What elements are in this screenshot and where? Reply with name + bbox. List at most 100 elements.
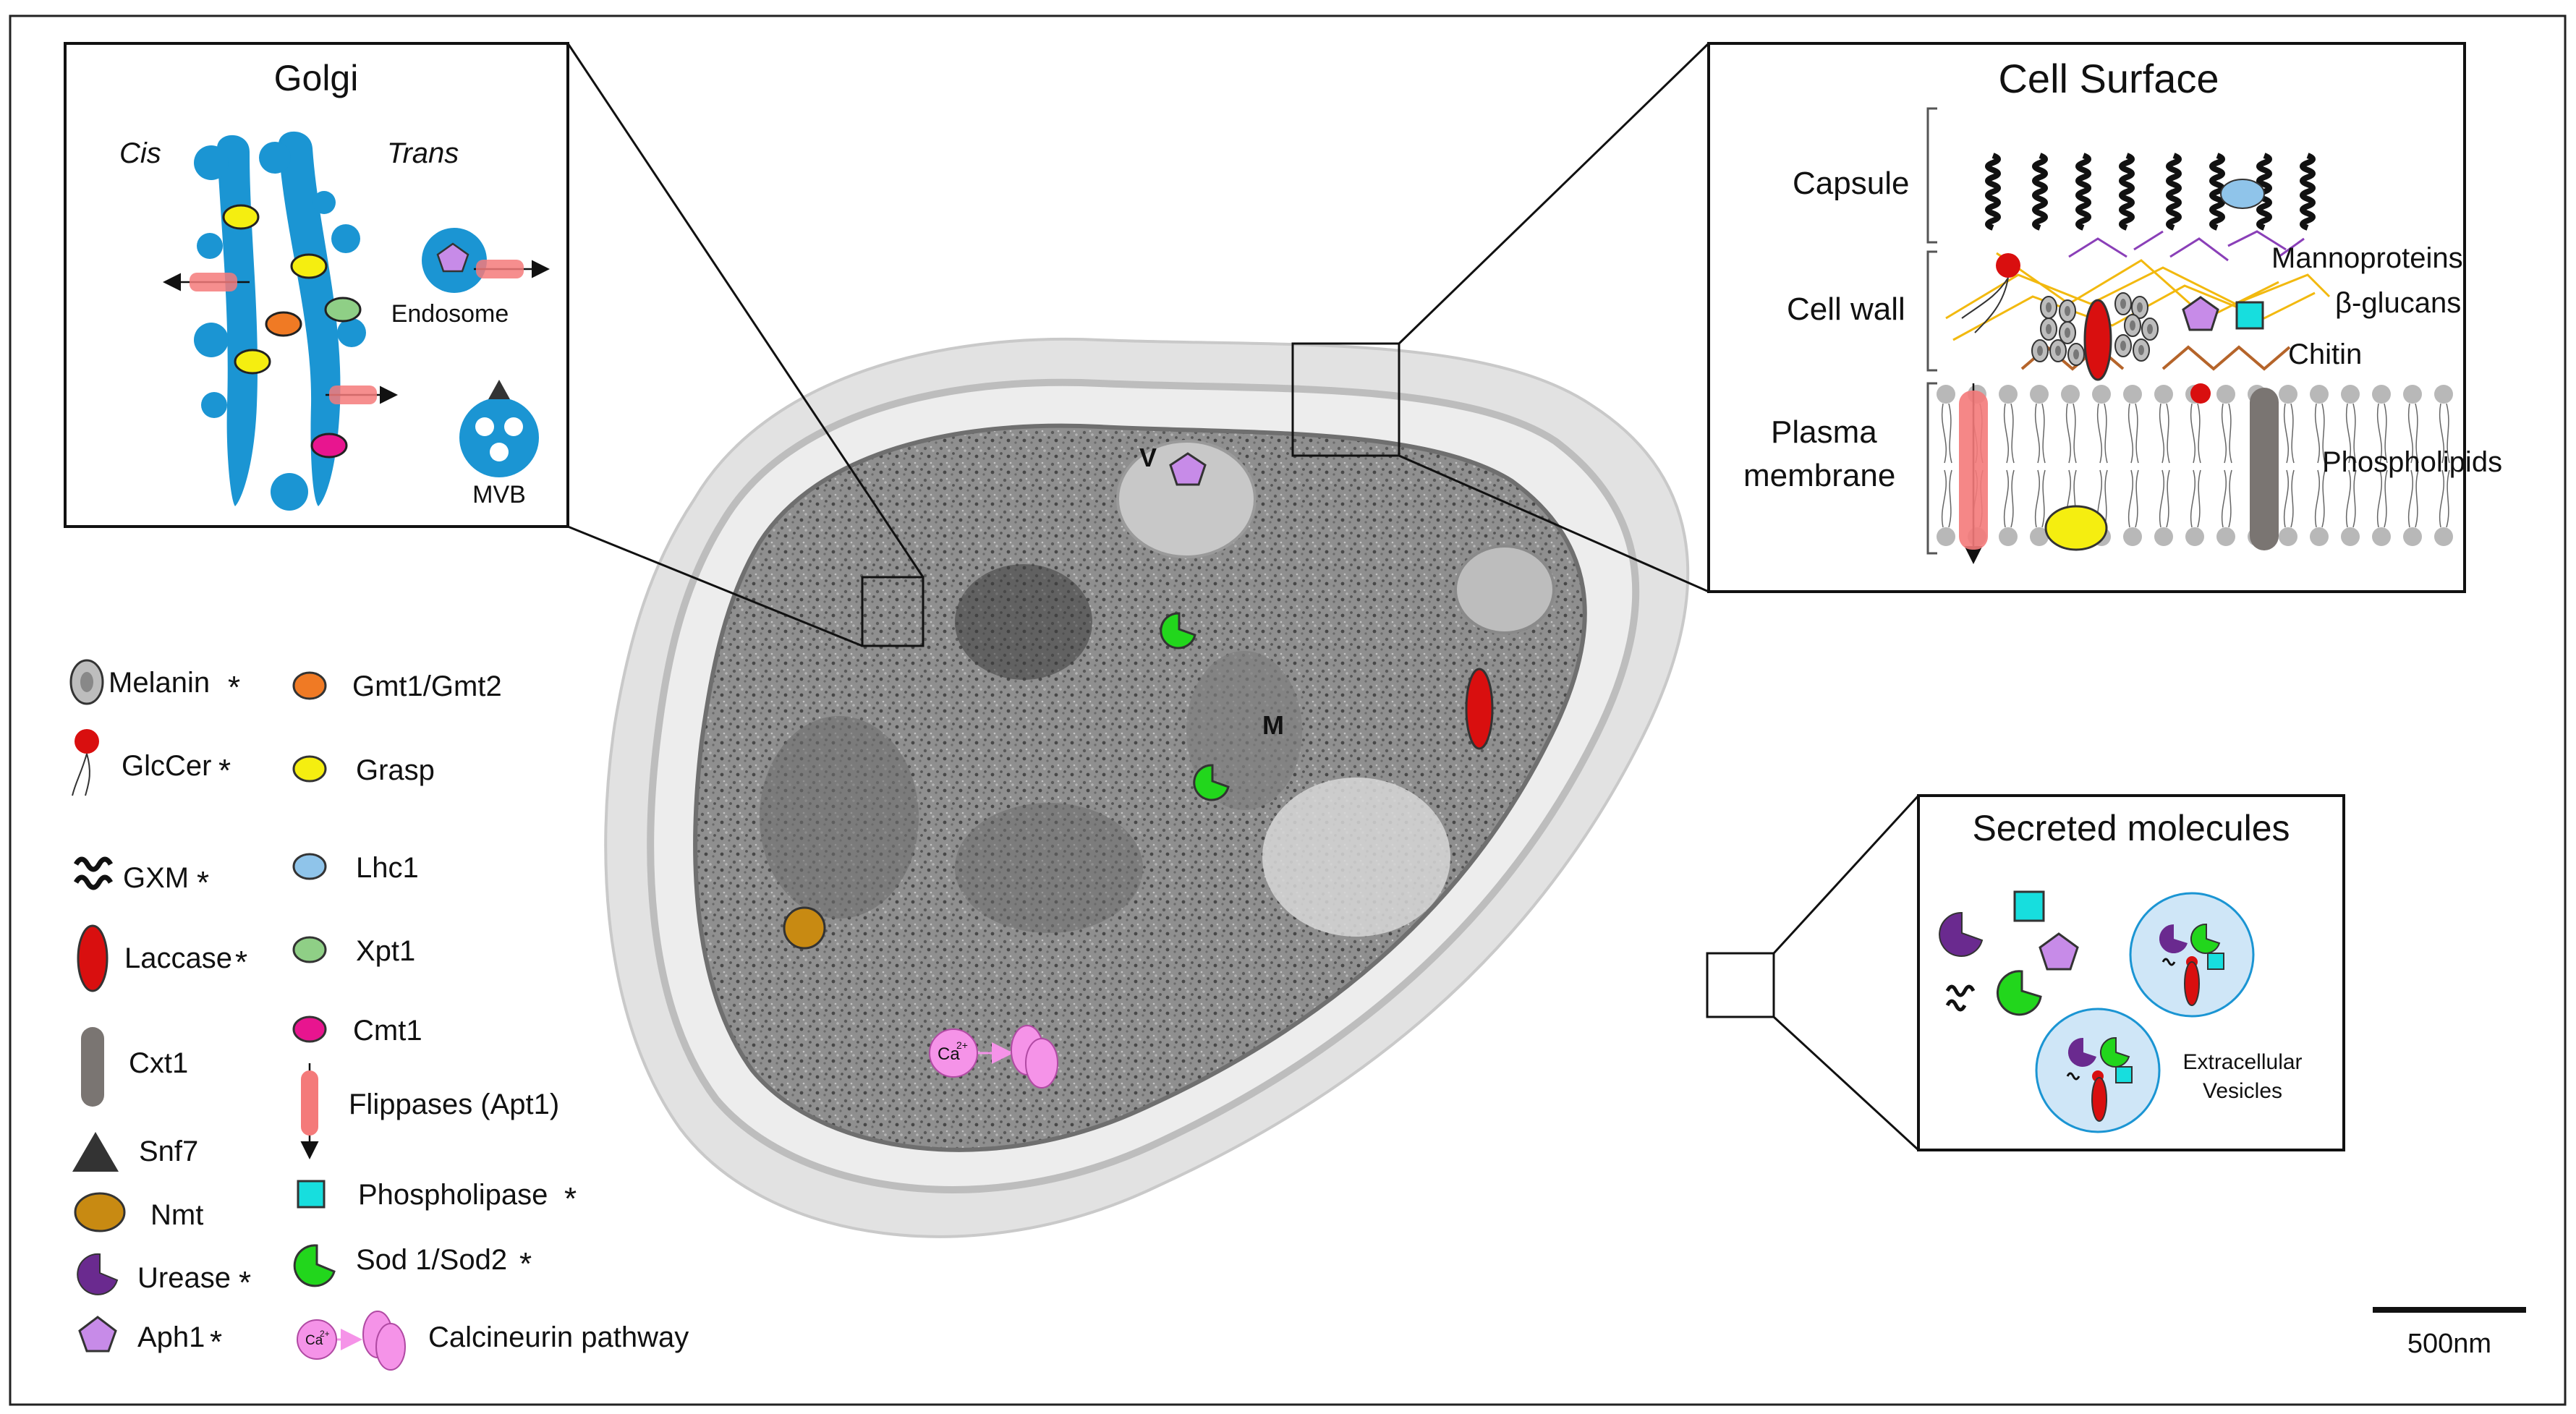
glccer-tails — [1961, 277, 2009, 333]
surface-zoom-box — [1291, 342, 1400, 457]
golgi-title: Golgi — [274, 58, 359, 98]
golgi-panel: Golgi Cis Trans Endosome — [64, 42, 569, 528]
gxm-chain — [1985, 153, 2001, 231]
phospholipid — [2372, 385, 2391, 546]
cxt1-icon — [2250, 388, 2279, 550]
connector-line — [1772, 1015, 1920, 1151]
gxm-chain — [2300, 153, 2316, 231]
scale-bar-label: 500nm — [2407, 1329, 2491, 1359]
svg-text:Cmt1: Cmt1 — [353, 1015, 422, 1047]
connector-line — [1398, 42, 1710, 345]
svg-text:Calcineurin pathway: Calcineurin pathway — [428, 1321, 689, 1353]
glucans-label: β-glucans — [2335, 287, 2461, 319]
connector-line — [1772, 794, 1920, 955]
gxm-chain — [2075, 153, 2091, 231]
legend-item-glccer: GlcCer * — [72, 729, 231, 796]
connector-line — [567, 525, 863, 647]
flippase-icon — [329, 386, 377, 404]
snf7-icon — [488, 380, 510, 399]
cmt1-icon — [310, 433, 348, 459]
phospholipid — [2216, 385, 2235, 546]
svg-text:*: * — [239, 1265, 251, 1300]
svg-text:*: * — [235, 945, 247, 980]
melanin-icon — [2059, 299, 2076, 323]
legend-item-snf7: Snf7 — [72, 1132, 198, 1172]
melanin-icon — [2114, 292, 2132, 315]
svg-text:Laccase: Laccase — [124, 942, 232, 974]
svg-text:Phospholipase: Phospholipase — [358, 1179, 548, 1211]
trans-label: Trans — [387, 137, 459, 169]
grasp-icon — [234, 349, 271, 375]
melanin-icon — [2031, 339, 2049, 362]
phospholipase-icon — [2235, 301, 2264, 330]
mvb-label: MVB — [472, 481, 526, 508]
legend-item-cxt1: Cxt1 — [81, 1027, 188, 1107]
laccase-icon — [2083, 299, 2112, 381]
legend-item-xpt1: Xpt1 — [292, 935, 415, 967]
chitin-label: Chitin — [2288, 338, 2362, 370]
melanin-icon — [2131, 296, 2148, 319]
vacuole-label: V — [1139, 443, 1157, 472]
melanin-icon — [2049, 339, 2067, 362]
glccer-icon — [1996, 253, 2020, 278]
capsule-label: Capsule — [1793, 166, 1909, 201]
svg-text:Sod 1/Sod2: Sod 1/Sod2 — [356, 1244, 507, 1276]
legend-item-aph1: Aph1 * — [78, 1316, 222, 1360]
lipid-body — [1454, 545, 1555, 634]
light-organelle — [1262, 778, 1450, 937]
membrane-label: membrane — [1743, 458, 1895, 493]
calcineurin-icon: Ca 2+ — [929, 1025, 1058, 1089]
aph1-icon — [2182, 296, 2219, 331]
svg-text:*: * — [228, 670, 240, 705]
grasp-icon — [290, 253, 328, 279]
secreted-zoom-box — [1706, 952, 1775, 1018]
phospholipid — [2030, 385, 2049, 546]
svg-text:Gmt1/Gmt2: Gmt1/Gmt2 — [352, 670, 502, 702]
mitochondrion — [1186, 651, 1302, 810]
plasma-label: Plasma — [1771, 414, 1877, 450]
nmt-icon — [783, 906, 826, 950]
mannoproteins-label: Mannoproteins — [2271, 242, 2463, 274]
svg-text:2+: 2+ — [956, 1039, 968, 1051]
melanin-icon — [2114, 334, 2132, 357]
phospholipid — [1999, 385, 2018, 546]
cell-surface-panel: Cell Surface Capsule Cell wall Plasma me… — [1707, 42, 2502, 593]
phospholipase-icon — [2013, 890, 2045, 922]
sod-icon — [1160, 612, 1196, 649]
aph1-icon — [436, 242, 469, 273]
phospholipid — [2154, 385, 2173, 546]
secreted-panel: Secreted molecules Extracellular Vesicle… — [1917, 794, 2345, 1151]
sod-icon — [1193, 764, 1230, 801]
legend-item-urease: Urease * — [77, 1253, 251, 1300]
grasp-icon — [2044, 505, 2108, 551]
granular-region-2 — [955, 803, 1143, 933]
svg-text:Melanin: Melanin — [109, 667, 210, 699]
legend-item-flippases: Flippases (Apt1) — [300, 1063, 559, 1159]
gxm-chain — [2166, 153, 2182, 231]
svg-text:GlcCer: GlcCer — [122, 750, 211, 782]
cell-surface-title: Cell Surface — [1998, 56, 2219, 101]
phospholipid — [2341, 385, 2360, 546]
extracellular-vesicle — [2035, 1008, 2161, 1133]
golgi-cisternae — [194, 131, 366, 511]
vacuole — [1116, 440, 1257, 558]
cell-micrograph: V M Ca 2+ — [604, 337, 1775, 1238]
melanin-icon — [2040, 318, 2057, 341]
legend-item-sod: Sod 1/Sod2 * — [293, 1244, 532, 1287]
legend-item-cmt1: Cmt1 — [292, 1015, 422, 1047]
mvb — [459, 398, 539, 477]
legend-item-nmt: Nmt — [74, 1192, 203, 1232]
ev-label-line1: Extracellular — [2182, 1050, 2302, 1074]
glucans — [1945, 252, 2331, 341]
melanin-icon — [2133, 338, 2150, 362]
melanin-cluster — [2031, 292, 2159, 366]
svg-text:Xpt1: Xpt1 — [356, 935, 415, 967]
xpt1-icon — [324, 297, 362, 323]
svg-text:Grasp: Grasp — [356, 754, 435, 786]
phospholipid — [2123, 385, 2142, 546]
urease-icon — [1939, 911, 1984, 957]
legend-item-gmt: Gmt1/Gmt2 — [292, 670, 502, 702]
mannoproteins — [2068, 230, 2305, 262]
mitochondrion-label: M — [1262, 710, 1284, 740]
